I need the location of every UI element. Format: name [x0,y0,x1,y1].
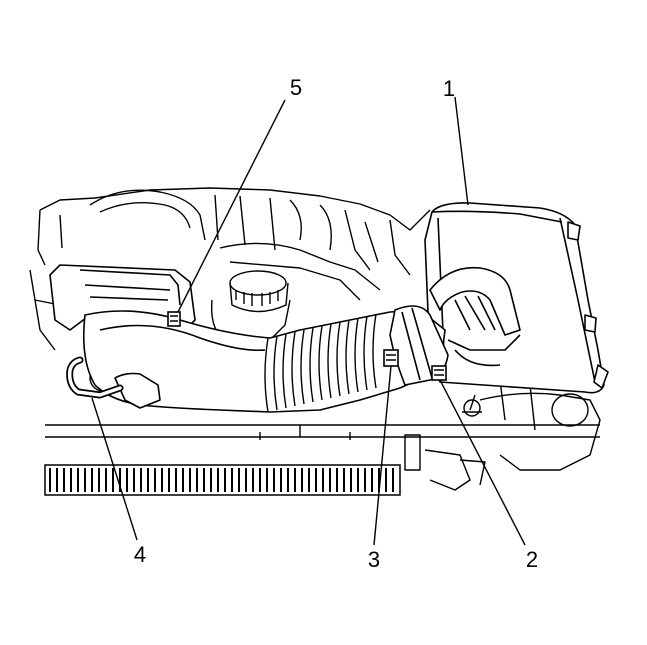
callout-3: 3 [368,547,380,572]
radiator-core [44,464,401,496]
clamp-screw-5 [167,311,181,327]
leader-lines [91,96,526,546]
callout-5: 5 [290,75,302,100]
callout-labels: 1 2 3 4 5 [134,75,538,572]
air-cleaner-housing [424,202,609,394]
callout-2: 2 [526,547,538,572]
engine-background [29,187,601,491]
vent-hose [66,356,124,399]
clamp-screw-3 [383,349,399,367]
clamp-screw-2 [431,365,447,381]
callout-1: 1 [443,76,455,101]
intake-duct [49,264,449,413]
callout-4: 4 [134,542,146,567]
